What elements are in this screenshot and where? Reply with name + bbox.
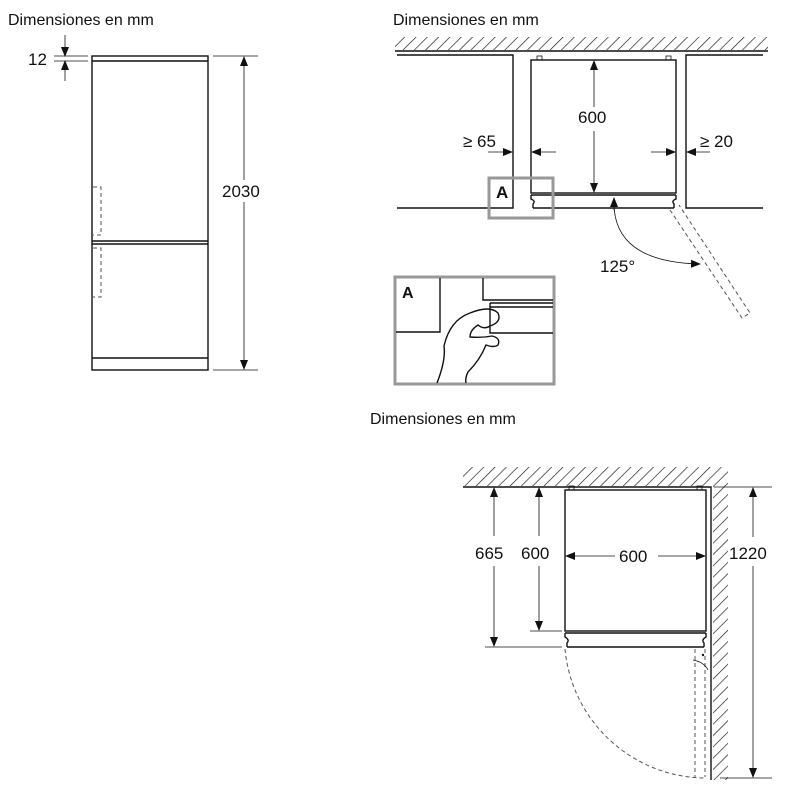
dim-left-gap-label: ≥ 65 [463, 132, 496, 151]
fridge-body [91, 55, 209, 371]
fridge-door [530, 194, 677, 209]
spacer [665, 55, 672, 61]
dim-depth-with-door-label: 665 [475, 544, 503, 563]
dim-height-label: 2030 [222, 182, 260, 201]
wall-corner-line [463, 486, 712, 780]
dim-width-label: 600 [619, 547, 647, 566]
open-door-outline [669, 204, 751, 319]
upper-handle [93, 186, 102, 236]
fridge-body-corner [564, 489, 707, 632]
detail-a-label: A [496, 183, 508, 202]
front-view-panel: Dimensiones en mm 12 2030 [8, 12, 260, 371]
dim-clearance-label: 1220 [729, 544, 767, 563]
left-cabinet [397, 54, 514, 209]
lower-handle [93, 247, 102, 298]
side-wall-hatch [713, 486, 728, 780]
door-angle-label: 125° [600, 257, 635, 276]
cabinet-edge [396, 278, 441, 333]
fridge-body-top [530, 59, 677, 194]
spacer [536, 55, 543, 61]
right-cabinet [685, 54, 763, 209]
detail-label: A [402, 285, 414, 302]
niche-top-view-panel: Dimensiones en mm 600 ≥ 65 ≥ 20 A 125° [393, 12, 768, 319]
fridge-door-corner [564, 632, 707, 648]
spacer [696, 485, 703, 491]
front-header: Dimensiones en mm [8, 12, 154, 29]
dim-depth-label: 600 [521, 544, 549, 563]
wall-hatch [463, 467, 728, 486]
detail-frame [393, 275, 556, 386]
dim-top-label: 12 [28, 50, 47, 69]
door-swing-arc [564, 648, 705, 779]
niche-header: Dimensiones en mm [393, 12, 539, 29]
dim-depth-label: 600 [578, 108, 606, 127]
detail-a-panel: A [393, 275, 556, 386]
hand-icon [436, 308, 500, 384]
dim-right-gap-label: ≥ 20 [700, 132, 733, 151]
corner-top-view-panel: Dimensiones en mm 665 600 600 1220 [370, 411, 772, 780]
open-door-outline [694, 649, 706, 777]
door-angle-arc [613, 199, 701, 268]
corner-header: Dimensiones en mm [370, 411, 516, 428]
right-angle-mark [692, 659, 709, 671]
door-edge [482, 278, 553, 334]
wall-hatch [395, 37, 768, 50]
right-angle-dot [701, 653, 705, 657]
detail-a-marker [487, 176, 555, 220]
spacer [568, 485, 575, 491]
